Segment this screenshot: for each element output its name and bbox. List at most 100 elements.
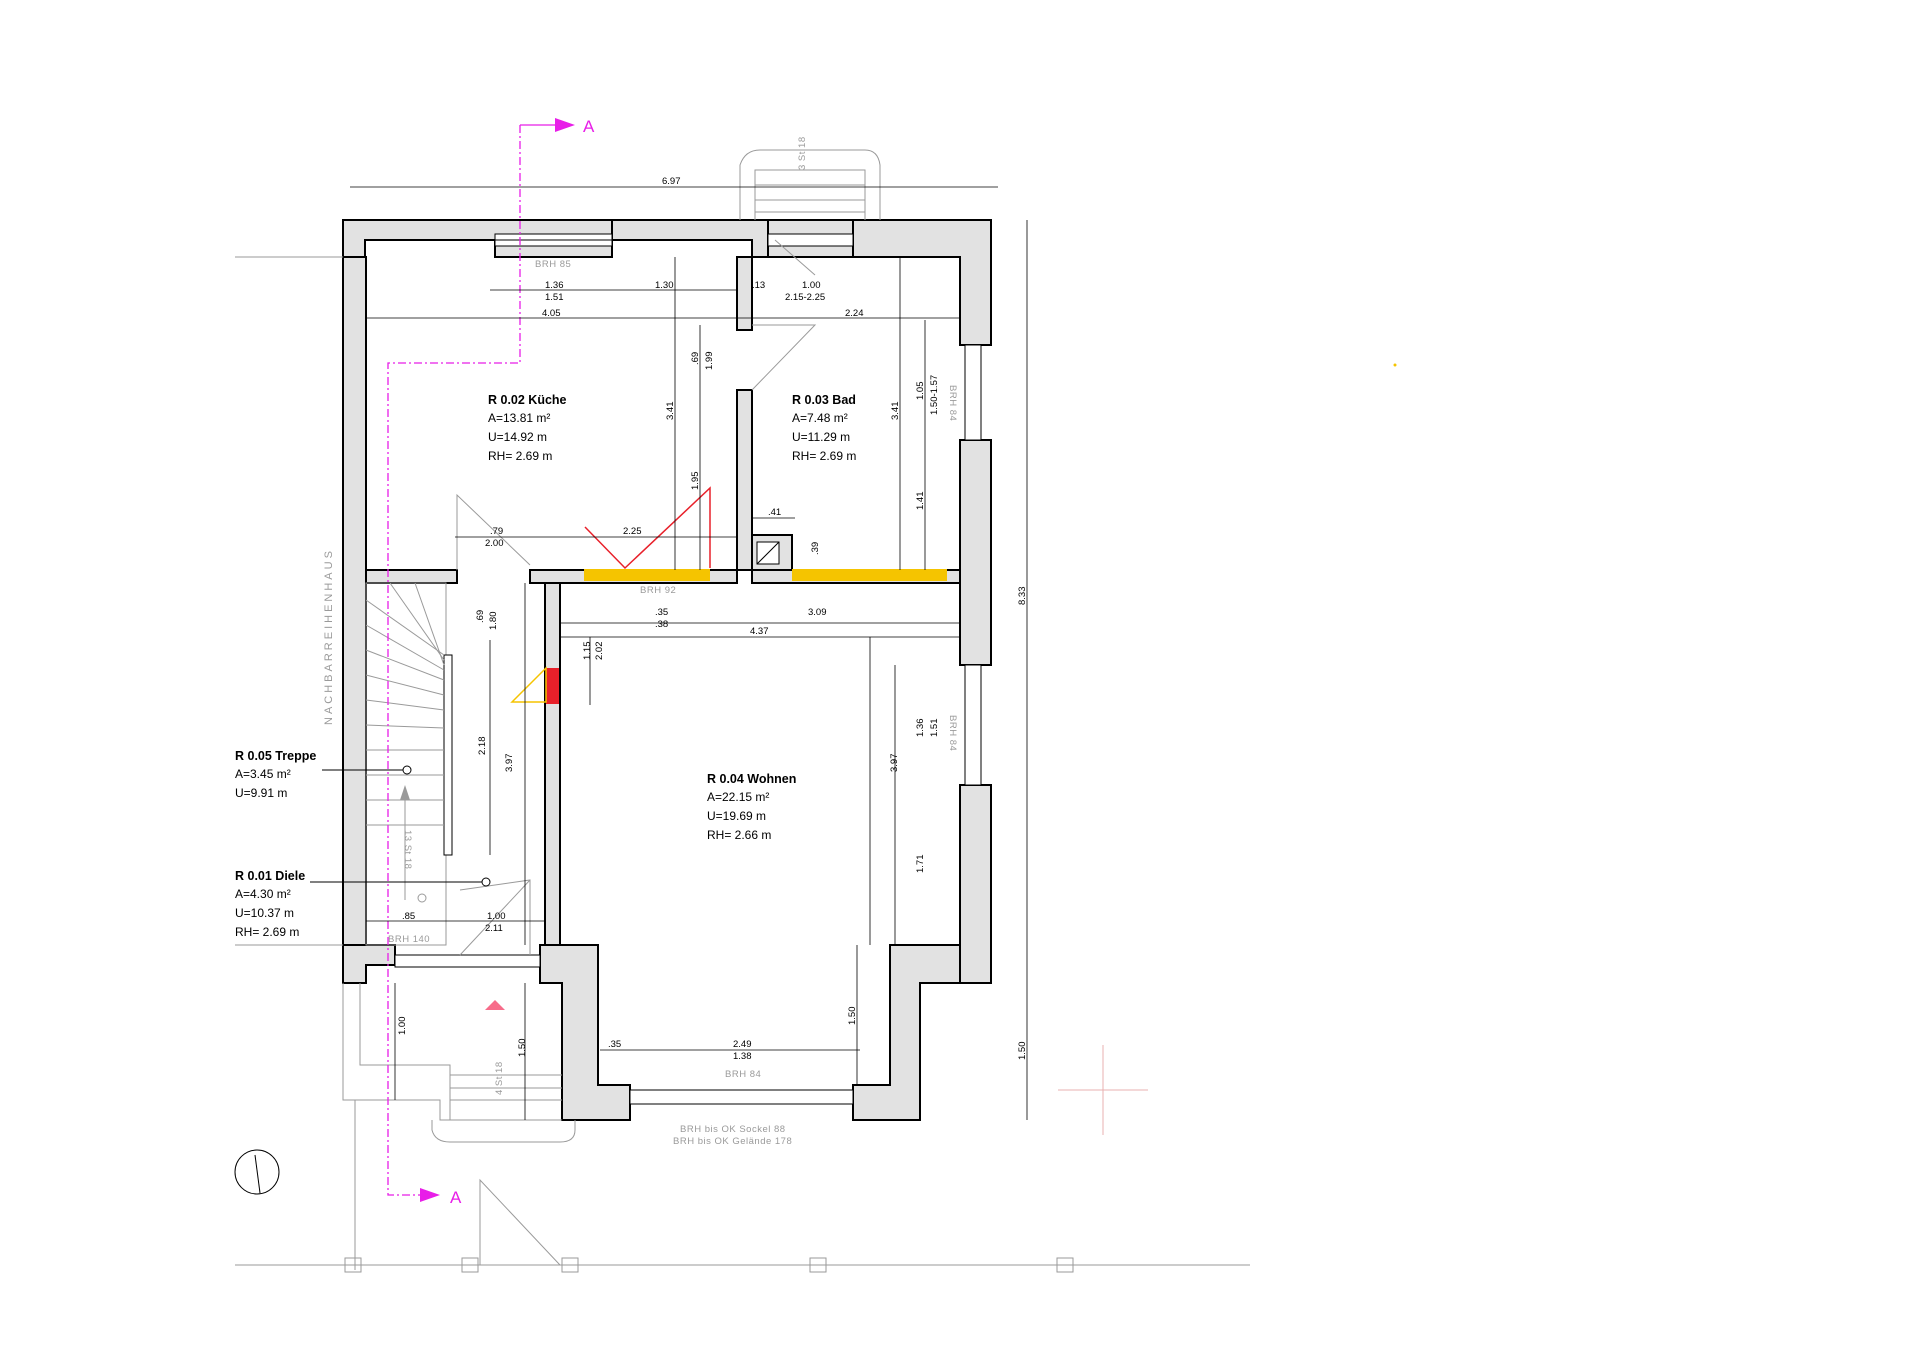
- stair-tread: [389, 582, 445, 661]
- dim-label: 3.97: [889, 754, 900, 773]
- room-perimeter: U=19.69 m: [707, 809, 766, 823]
- stair-eye: [443, 654, 453, 856]
- dim-label: 1.00: [397, 1017, 408, 1036]
- dim-label: 1.50-1.57: [929, 375, 940, 415]
- dim-label: 1.51: [545, 292, 564, 303]
- dim-label: 1.00: [487, 911, 506, 922]
- wall-outer-right-top: [852, 219, 992, 346]
- room-bad: R 0.03 Bad A=7.48 m² U=11.29 m RH= 2.69 …: [792, 393, 856, 463]
- section-label-bottom: A: [450, 1188, 462, 1207]
- section-label-top: A: [583, 117, 595, 136]
- dim-label: 1.15: [582, 642, 593, 661]
- shaft-diagonal: [756, 541, 780, 565]
- section-arrow-top: [555, 118, 575, 132]
- dim-label: 1.30: [655, 280, 674, 291]
- dim-label: 2.11: [485, 923, 503, 934]
- dim-label: 3.97: [504, 754, 515, 773]
- north-arrow-needle: [254, 1154, 261, 1194]
- dim-label: .69: [690, 352, 701, 365]
- room-name: R 0.03 Bad: [792, 393, 856, 407]
- dim-label: 2.25: [623, 526, 642, 537]
- new-door-swing-kitchen: [584, 486, 711, 570]
- room-area: A=13.81 m²: [488, 411, 550, 425]
- dim-label: .13: [752, 280, 765, 291]
- stair-tread: [365, 674, 445, 696]
- brh-label: BRH 84: [947, 715, 958, 751]
- fence-post: [1056, 1257, 1074, 1273]
- dim-label: 1.51: [929, 719, 940, 738]
- dim-label: 1.36: [915, 719, 926, 738]
- room-labels: R 0.02 Küche A=13.81 m² U=14.92 m RH= 2.…: [235, 393, 856, 939]
- dim-label: 4.37: [750, 626, 769, 637]
- room-name: R 0.04 Wohnen: [707, 772, 796, 786]
- section-arrow-bottom: [420, 1188, 440, 1202]
- room-diele: R 0.01 Diele A=4.30 m² U=10.37 m RH= 2.6…: [235, 869, 491, 939]
- fence-post: [561, 1257, 579, 1273]
- brh-label: BRH 92: [640, 585, 676, 596]
- dim-label: 2.49: [733, 1039, 752, 1050]
- dot: [1393, 363, 1397, 367]
- dim-label: 1.95: [690, 472, 701, 491]
- dimension-lines: [350, 186, 1028, 1120]
- bottom-steps: [431, 1120, 576, 1143]
- dim-label: 3.09: [808, 607, 827, 618]
- dim-label: 1.36: [545, 280, 564, 291]
- demolition-marker: [546, 668, 559, 704]
- room-area: A=4.30 m²: [235, 887, 291, 901]
- room-name: R 0.05 Treppe: [235, 749, 316, 763]
- room-kueche: R 0.02 Küche A=13.81 m² U=14.92 m RH= 2.…: [488, 393, 567, 463]
- dim-label: .35: [608, 1039, 621, 1050]
- door-swings: [456, 239, 817, 570]
- section-line: A A: [387, 117, 595, 1207]
- brh-label: 4 St 18: [494, 1061, 505, 1095]
- bath-top-door: [774, 239, 816, 276]
- bath-door-swing: [751, 324, 817, 391]
- wall-kitchen-bath-lower: [736, 389, 753, 571]
- stair-tread: [414, 582, 445, 666]
- wall-mid-left: [365, 569, 458, 584]
- brh-label: BRH bis OK Sockel 88: [680, 1124, 786, 1135]
- dim-label: .35: [655, 607, 668, 618]
- room-area: A=3.45 m²: [235, 767, 291, 781]
- wall-right-lower: [959, 784, 992, 984]
- window-living-bottom: [629, 1089, 854, 1105]
- brh-label: BRH 140: [388, 934, 430, 945]
- wall-right-bottom: [852, 944, 961, 1121]
- changes: [485, 363, 1397, 1010]
- window-bath-side: [964, 344, 982, 441]
- dim-label: .39: [810, 542, 821, 555]
- room-height: RH= 2.69 m: [235, 925, 299, 939]
- dim-label: 1.99: [704, 352, 715, 371]
- leader-dot: [402, 765, 412, 775]
- room-treppe: R 0.05 Treppe A=3.45 m² U=9.91 m: [235, 749, 412, 800]
- room-perimeter: U=14.92 m: [488, 430, 547, 444]
- new-door-swing-diele: [510, 666, 547, 703]
- stair-arrow: [400, 785, 410, 800]
- dim-label: .69: [475, 610, 486, 623]
- stair-tread: [365, 599, 445, 656]
- windows: [394, 233, 982, 1105]
- dim-label: 6.97: [662, 176, 681, 187]
- brh-label: BRH 85: [535, 259, 571, 270]
- brh-labels: BRH 85 BRH 84 BRH 92 BRH 84 BRH 84 BRH 1…: [323, 136, 958, 1147]
- brh-label: BRH bis OK Gelände 178: [673, 1136, 792, 1147]
- dim-label: 3.41: [665, 402, 676, 421]
- dim-label: 1.00: [802, 280, 821, 291]
- dim-label: 1.50: [847, 1007, 858, 1026]
- stair-tread: [365, 699, 445, 711]
- fence-post: [344, 1257, 362, 1273]
- brh-label: 13 St 18: [402, 830, 413, 869]
- wall-kitchen-bath: [736, 256, 753, 331]
- stairs: [365, 582, 531, 956]
- window-bath-top: [767, 233, 854, 247]
- fence-post: [809, 1257, 827, 1273]
- dimension-texts: 6.97 8.33 1.50 1.36 1.51 1.30 .13 4.05 1…: [397, 176, 1028, 1062]
- dim-label: 8.33: [1017, 587, 1028, 606]
- top-steps: [739, 149, 881, 220]
- room-height: RH= 2.66 m: [707, 828, 771, 842]
- dim-label: .41: [768, 507, 781, 518]
- dim-label: 1.41: [915, 492, 926, 511]
- room-height: RH= 2.69 m: [488, 449, 552, 463]
- room-name: R 0.02 Küche: [488, 393, 567, 407]
